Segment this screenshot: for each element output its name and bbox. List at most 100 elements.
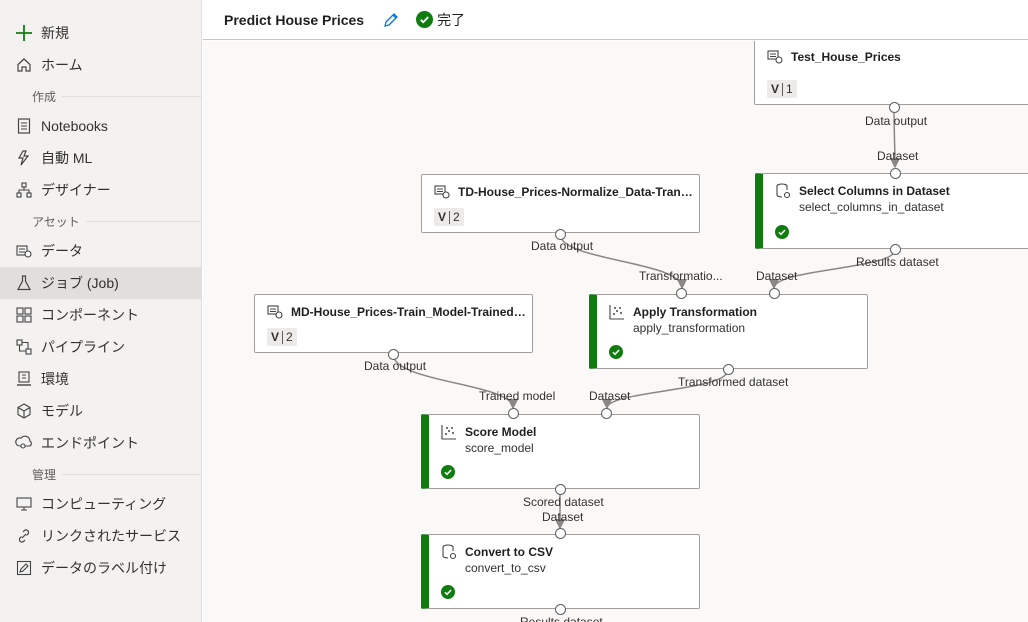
node-subtitle: convert_to_csv <box>465 561 546 575</box>
node-convert-csv[interactable]: Convert to CSV convert_to_csv <box>421 534 700 609</box>
version-number: 2 <box>453 210 460 224</box>
nav-endpoints[interactable]: エンドポイント <box>0 427 202 459</box>
nav-notebooks[interactable]: Notebooks <box>0 110 202 142</box>
port-apply-dataset-in[interactable] <box>769 288 780 299</box>
section-manage: 管理 <box>0 464 202 484</box>
section-author-label: 作成 <box>0 87 63 105</box>
nav-pipelines-label: パイプライン <box>41 339 125 355</box>
section-assets: アセット <box>0 211 202 231</box>
flask-icon <box>14 273 34 293</box>
port-label: Data output <box>364 359 427 373</box>
port-label: Dataset <box>756 269 798 283</box>
pipeline-header: Predict House Prices 完了 <box>203 0 1028 40</box>
nav-new[interactable]: 新規 <box>0 17 202 49</box>
port-apply-transformed-out[interactable] <box>723 364 734 375</box>
data-icon <box>14 241 34 261</box>
port-label: Scored dataset <box>523 495 604 509</box>
scatter-chart-icon <box>609 305 624 320</box>
nav-designer[interactable]: デザイナー <box>0 174 202 206</box>
pipeline-canvas[interactable]: Test_House_Prices V 1 Data output Datase… <box>203 41 1028 622</box>
port-select-results-out[interactable] <box>890 244 901 255</box>
nav-linked-services[interactable]: リンクされたサービス <box>0 520 202 552</box>
nav-compute[interactable]: コンピューティング <box>0 488 202 520</box>
edge-select-to-apply <box>768 249 896 290</box>
nav-home[interactable]: ホーム <box>0 49 202 81</box>
node-subtitle: select_columns_in_dataset <box>799 200 944 214</box>
nav-linked-services-label: リンクされたサービス <box>41 528 181 544</box>
nav-notebooks-label: Notebooks <box>41 118 108 134</box>
nav-data-label: データ <box>41 243 83 259</box>
left-nav: 新規 ホーム 作成 Notebooks 自動 ML デザイナー アセット データ… <box>0 0 202 622</box>
node-title: Select Columns in Dataset <box>799 184 950 198</box>
link-icon <box>14 526 34 546</box>
port-td-data-output[interactable] <box>555 229 566 240</box>
node-subtitle: score_model <box>465 441 534 455</box>
port-score-dataset-in[interactable] <box>601 408 612 419</box>
nav-jobs[interactable]: ジョブ (Job) <box>0 267 202 299</box>
nav-environments[interactable]: 環境 <box>0 363 202 395</box>
nav-new-label: 新規 <box>41 25 69 41</box>
endpoint-icon <box>14 433 34 453</box>
edge-apply-to-score <box>601 369 729 410</box>
node-title: TD-House_Prices-Normalize_Data-Transf... <box>458 185 694 199</box>
port-score-model-in[interactable] <box>508 408 519 419</box>
port-label: Results dataset <box>520 615 603 622</box>
status-check-icon <box>416 11 434 28</box>
nav-automl-label: 自動 ML <box>41 150 93 166</box>
status-text: 完了 <box>437 11 466 28</box>
port-csv-dataset-in[interactable] <box>555 528 566 539</box>
nav-data-labeling[interactable]: データのラベル付け <box>0 552 202 584</box>
cube-icon <box>14 401 34 421</box>
port-test-data-output[interactable] <box>889 102 900 113</box>
success-check-icon <box>441 585 455 599</box>
notebook-icon <box>14 116 34 136</box>
port-label: Trained model <box>479 389 556 403</box>
node-md-train[interactable]: MD-House_Prices-Train_Model-Trained_... … <box>254 294 533 353</box>
nav-designer-label: デザイナー <box>41 182 111 198</box>
dataset-icon <box>434 185 450 199</box>
nav-jobs-label: ジョブ (Job) <box>41 275 119 291</box>
port-score-scored-out[interactable] <box>555 484 566 495</box>
component-icon <box>14 305 34 325</box>
port-csv-results-out[interactable] <box>555 604 566 615</box>
node-test-house-prices[interactable]: Test_House_Prices V 1 <box>754 41 1028 105</box>
nav-home-label: ホーム <box>41 57 83 73</box>
environment-icon <box>14 369 34 389</box>
node-apply-transformation[interactable]: Apply Transformation apply_transformatio… <box>589 294 868 369</box>
section-author: 作成 <box>0 86 202 106</box>
nav-compute-label: コンピューティング <box>41 496 167 512</box>
automl-icon <box>14 148 34 168</box>
pipeline-edges <box>392 106 901 530</box>
version-number: 2 <box>286 330 293 344</box>
nav-automl[interactable]: 自動 ML <box>0 142 202 174</box>
nav-pipelines[interactable]: パイプライン <box>0 331 202 363</box>
version-number: 1 <box>786 82 793 96</box>
port-md-data-output[interactable] <box>388 349 399 360</box>
node-title: Score Model <box>465 425 537 439</box>
node-td-normalize[interactable]: TD-House_Prices-Normalize_Data-Transf...… <box>421 174 700 233</box>
monitor-icon <box>14 494 34 514</box>
node-score-model[interactable]: Score Model score_model <box>421 414 700 489</box>
version-letter: V <box>438 210 447 224</box>
nav-models[interactable]: モデル <box>0 395 202 427</box>
nav-data[interactable]: データ <box>0 235 202 267</box>
port-apply-transformation-in[interactable] <box>676 288 687 299</box>
node-select-columns[interactable]: Select Columns in Dataset select_columns… <box>755 173 1028 249</box>
page-title: Predict House Prices <box>224 11 365 28</box>
edit-title-button[interactable] <box>382 11 400 29</box>
port-select-dataset-in[interactable] <box>890 168 901 179</box>
section-assets-label: アセット <box>0 212 86 230</box>
nav-models-label: モデル <box>41 403 83 419</box>
nav-components[interactable]: コンポーネント <box>0 299 202 331</box>
success-check-icon <box>441 465 455 479</box>
label-icon <box>14 558 34 578</box>
home-icon <box>14 55 34 75</box>
node-title: Apply Transformation <box>633 305 758 319</box>
port-label: Data output <box>531 239 594 253</box>
designer-icon <box>14 180 34 200</box>
port-label: Dataset <box>542 510 584 524</box>
dataset-icon <box>767 50 783 64</box>
version-badge: V 2 <box>267 328 297 346</box>
node-title: Convert to CSV <box>465 545 554 559</box>
port-label: Transformed dataset <box>678 375 789 389</box>
